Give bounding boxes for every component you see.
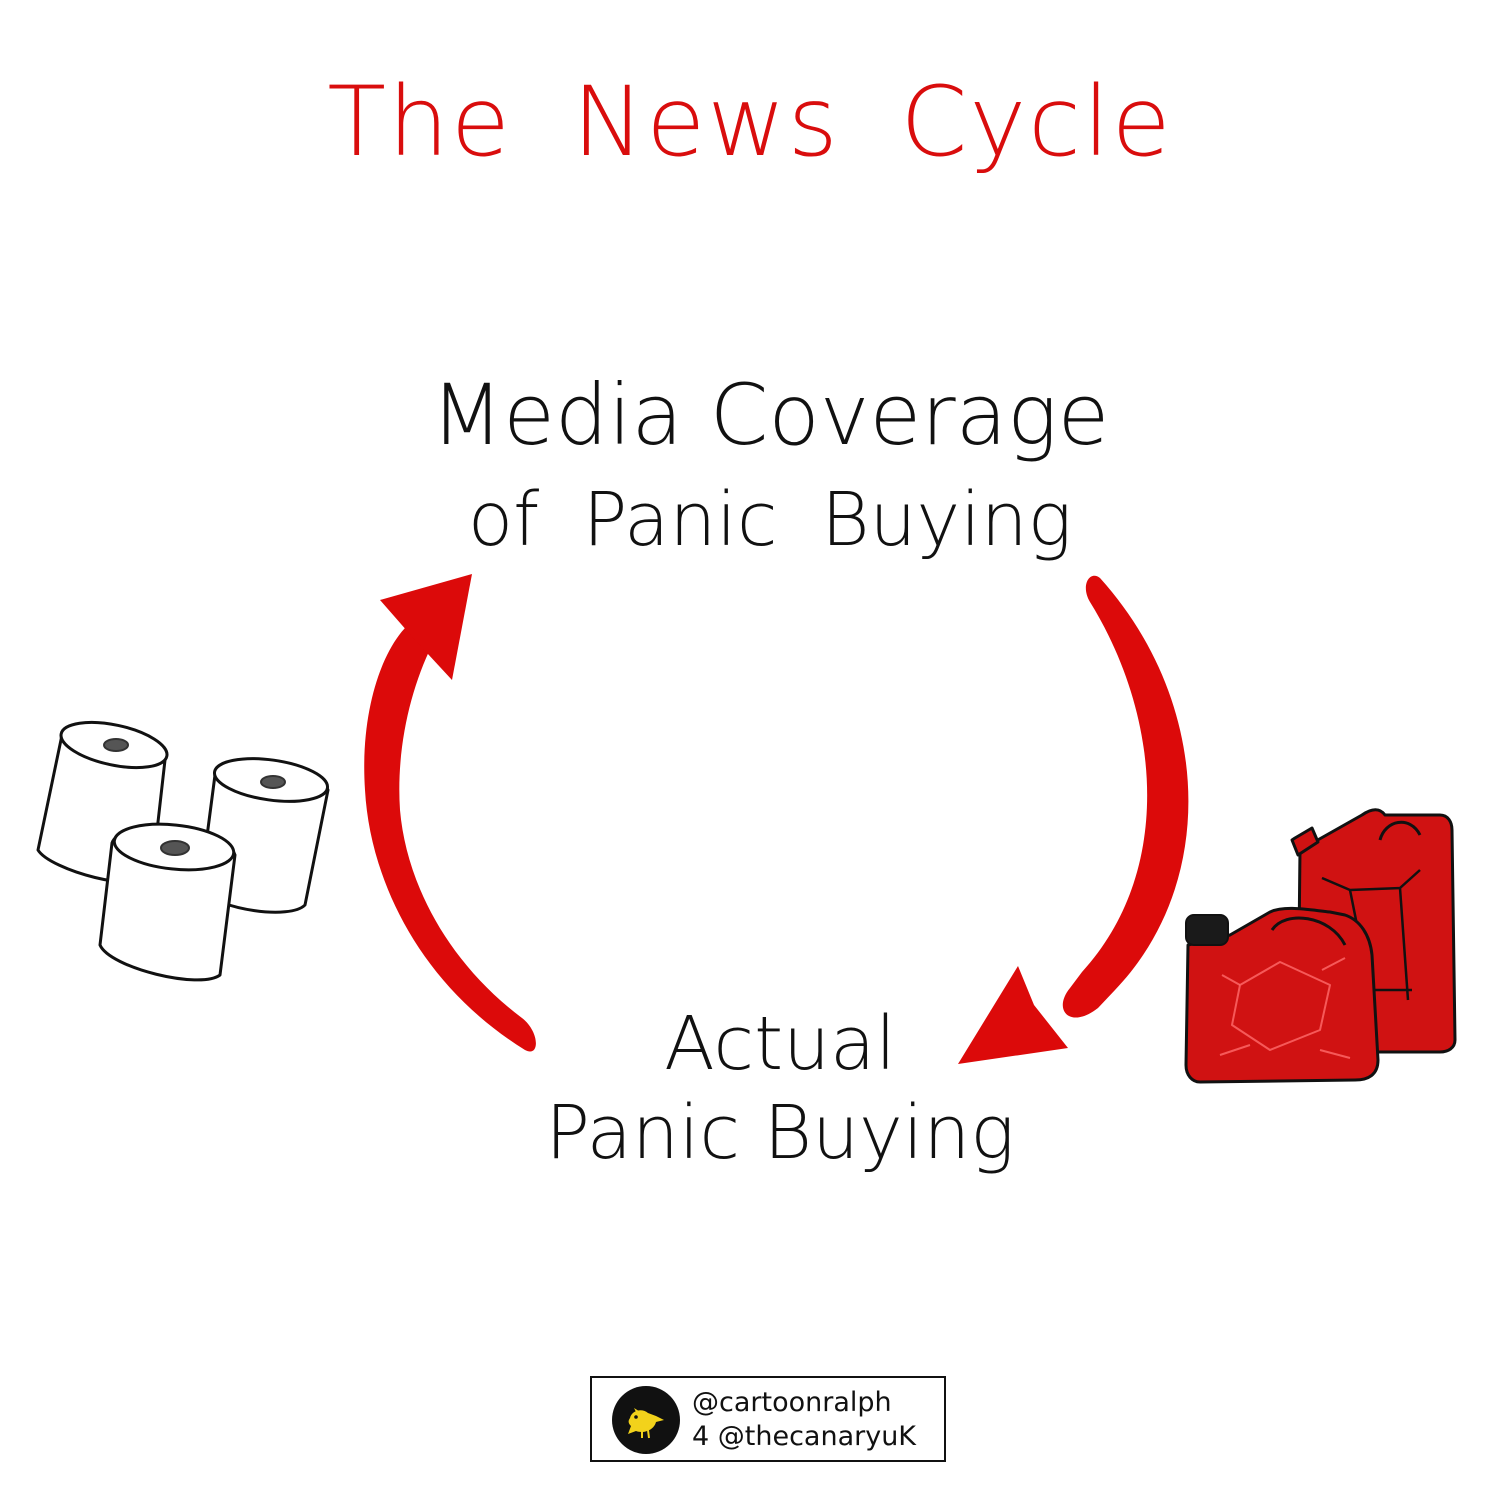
credit-box: @cartoonralph 4 @thecanaryuK [590,1376,946,1462]
toilet-rolls-icon [36,720,330,982]
arrow-head-right [958,966,1068,1064]
node-actual-panic-buying: Actual Panic Buying [520,1000,1040,1178]
fuel-canisters-icon [1184,808,1457,1084]
credit-line1: @cartoonralph [692,1387,892,1418]
node-top-line1: Media Coverage [430,366,1110,464]
diagram-title: The News Cycle [327,66,1173,178]
arrow-shaft-left [364,628,536,1052]
arrow-top-to-bottom [958,575,1189,1064]
credit-line2: 4 @thecanaryuK [692,1421,917,1452]
node-media-coverage: Media Coverage of Panic Buying [420,365,1120,565]
credit-handles: @cartoonralph 4 @thecanaryuK [692,1386,942,1454]
node-top-line2: of Panic Buying [467,476,1073,563]
canary-bird-icon [612,1386,680,1454]
arrow-shaft-right [1062,575,1189,1018]
arrow-head-left [380,574,472,680]
node-bottom-line2: Panic Buying [545,1089,1015,1176]
node-bottom-line1: Actual [664,1001,896,1087]
arrow-bottom-to-top [364,574,536,1052]
